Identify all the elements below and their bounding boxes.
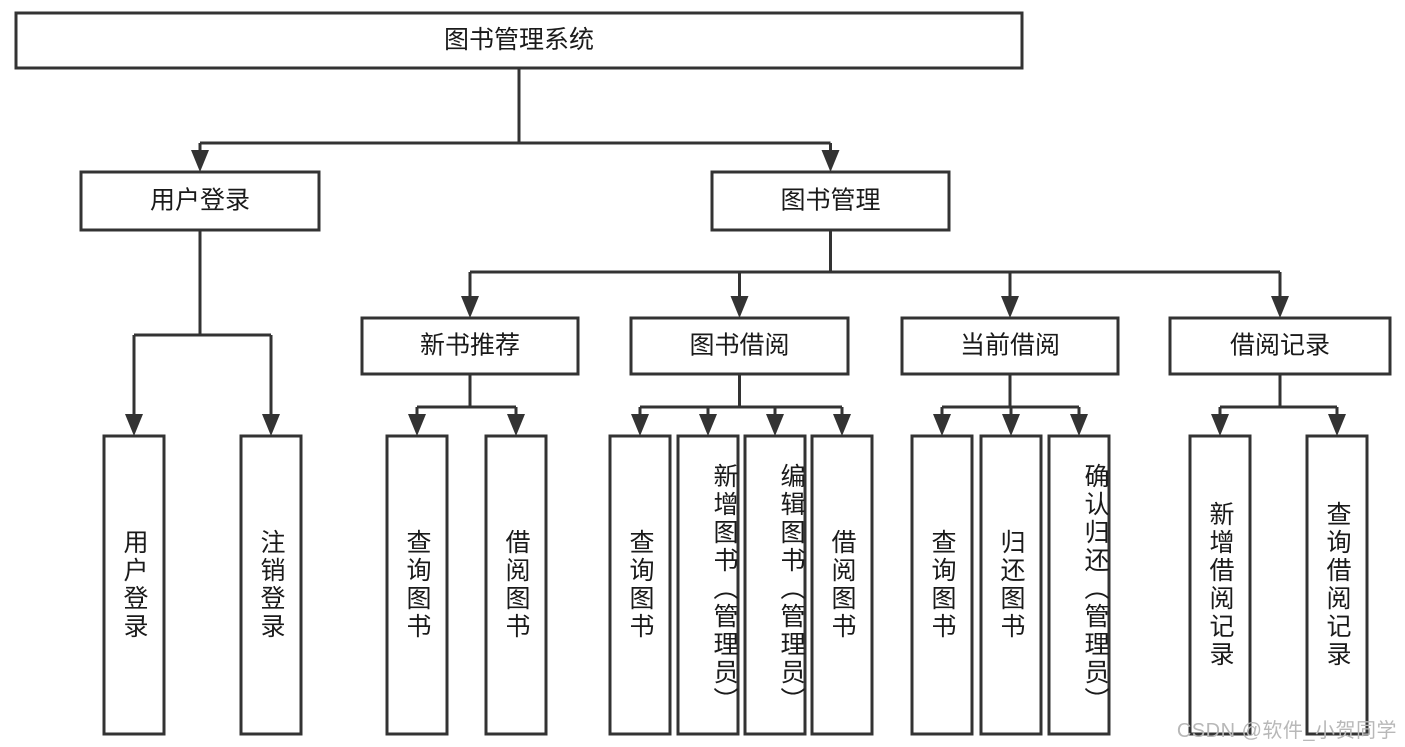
leaf-leaf-query-book-3[interactable] bbox=[910, 434, 974, 736]
watermark-text: CSDN @软件_小贺同学 bbox=[1176, 720, 1397, 742]
leaf-leaf-borrow-book-1[interactable] bbox=[484, 434, 548, 736]
leaf-leaf-logout[interactable] bbox=[239, 434, 303, 736]
node-label: 新书推荐 bbox=[420, 332, 520, 360]
node-user-login[interactable]: 用户登录 bbox=[79, 170, 321, 232]
arrow-head bbox=[262, 414, 280, 436]
arrow-head bbox=[730, 296, 749, 318]
node-label: 当前借阅 bbox=[960, 332, 1060, 360]
node-label: 借阅记录 bbox=[1230, 332, 1330, 360]
arrow-head bbox=[699, 414, 717, 436]
arrow-head bbox=[833, 414, 851, 436]
node-label: 图书借阅 bbox=[689, 332, 789, 360]
arrow-head bbox=[461, 296, 479, 318]
arrow-head bbox=[408, 414, 426, 436]
arrow-head bbox=[821, 150, 840, 172]
arrow-head bbox=[766, 414, 784, 436]
node-current-borrow[interactable]: 当前借阅 bbox=[900, 316, 1120, 376]
arrow-head bbox=[1271, 296, 1289, 318]
arrow-head bbox=[1002, 414, 1020, 436]
arrow-head bbox=[1211, 414, 1229, 436]
node-borrow-record[interactable]: 借阅记录 bbox=[1168, 316, 1392, 376]
arrow-head bbox=[507, 414, 525, 436]
leaf-leaf-edit-book[interactable] bbox=[743, 434, 807, 736]
leaf-leaf-return-book[interactable] bbox=[979, 434, 1043, 736]
arrow-head bbox=[933, 414, 951, 436]
node-book-manage[interactable]: 图书管理 bbox=[710, 170, 951, 232]
arrow-head bbox=[125, 414, 143, 436]
edge-layer bbox=[125, 68, 1346, 436]
leaf-leaf-borrow-book-2[interactable] bbox=[810, 434, 874, 736]
leaf-leaf-add-record[interactable] bbox=[1188, 434, 1252, 736]
node-book-borrow[interactable]: 图书借阅 bbox=[629, 316, 850, 376]
node-root[interactable]: 图书管理系统 bbox=[14, 11, 1024, 70]
arrow-head bbox=[631, 414, 649, 436]
arrow-head bbox=[1070, 414, 1088, 436]
leaf-leaf-user-login[interactable] bbox=[102, 434, 166, 736]
leaf-leaf-confirm-return[interactable] bbox=[1047, 434, 1111, 736]
node-label: 图书管理 bbox=[780, 187, 880, 215]
leaf-leaf-add-book[interactable] bbox=[676, 434, 740, 736]
leaf-leaf-query-book-1[interactable] bbox=[385, 434, 449, 736]
arrow-head bbox=[1328, 414, 1346, 436]
leaf-leaf-query-record[interactable] bbox=[1305, 434, 1369, 736]
leaf-leaf-query-book-2[interactable] bbox=[608, 434, 672, 736]
arrow-head bbox=[191, 150, 209, 172]
node-label: 图书管理系统 bbox=[444, 26, 594, 54]
node-label: 用户登录 bbox=[150, 187, 250, 215]
node-new-book-rec[interactable]: 新书推荐 bbox=[360, 316, 580, 376]
arrow-head bbox=[1001, 296, 1019, 318]
